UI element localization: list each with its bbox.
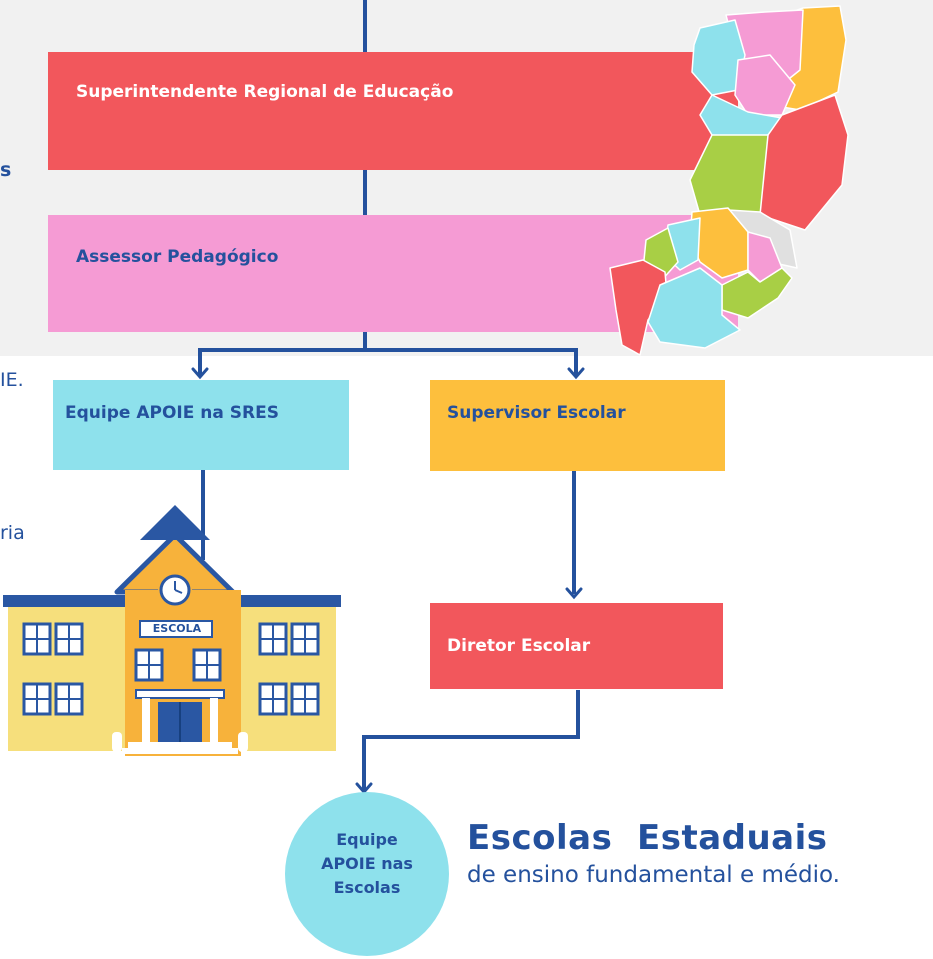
diretor-label: Diretor Escolar [447,636,591,656]
escolas-subtitle: de ensino fundamental e médio. [467,862,840,888]
superintendente-label: Superintendente Regional de Educação [76,82,454,102]
circle-line-3: Escolas [333,878,401,897]
partial-text-ria: ria [0,522,25,544]
equipe-sres-label: Equipe APOIE na SRES [65,403,279,423]
equipe-escolas-circle: Equipe APOIE nas Escolas [285,792,449,956]
circle-line-2: APOIE nas [321,854,413,873]
escolas-title: Escolas Estaduais [467,818,828,858]
partial-text-s: s [0,159,12,181]
diretor-box: Diretor Escolar [430,603,723,689]
clock-icon [159,574,191,606]
circle-line-1: Equipe [336,830,398,849]
equipe-sres-box: Equipe APOIE na SRES [53,380,349,470]
partial-text-ie: IE. [0,369,24,391]
assessor-box: Assessor Pedagógico [48,215,738,332]
supervisor-box: Supervisor Escolar [430,380,725,471]
school-sign-label: ESCOLA [152,622,202,635]
supervisor-label: Supervisor Escolar [447,403,626,423]
assessor-label: Assessor Pedagógico [76,247,279,267]
superintendente-box: Superintendente Regional de Educação [48,52,738,170]
